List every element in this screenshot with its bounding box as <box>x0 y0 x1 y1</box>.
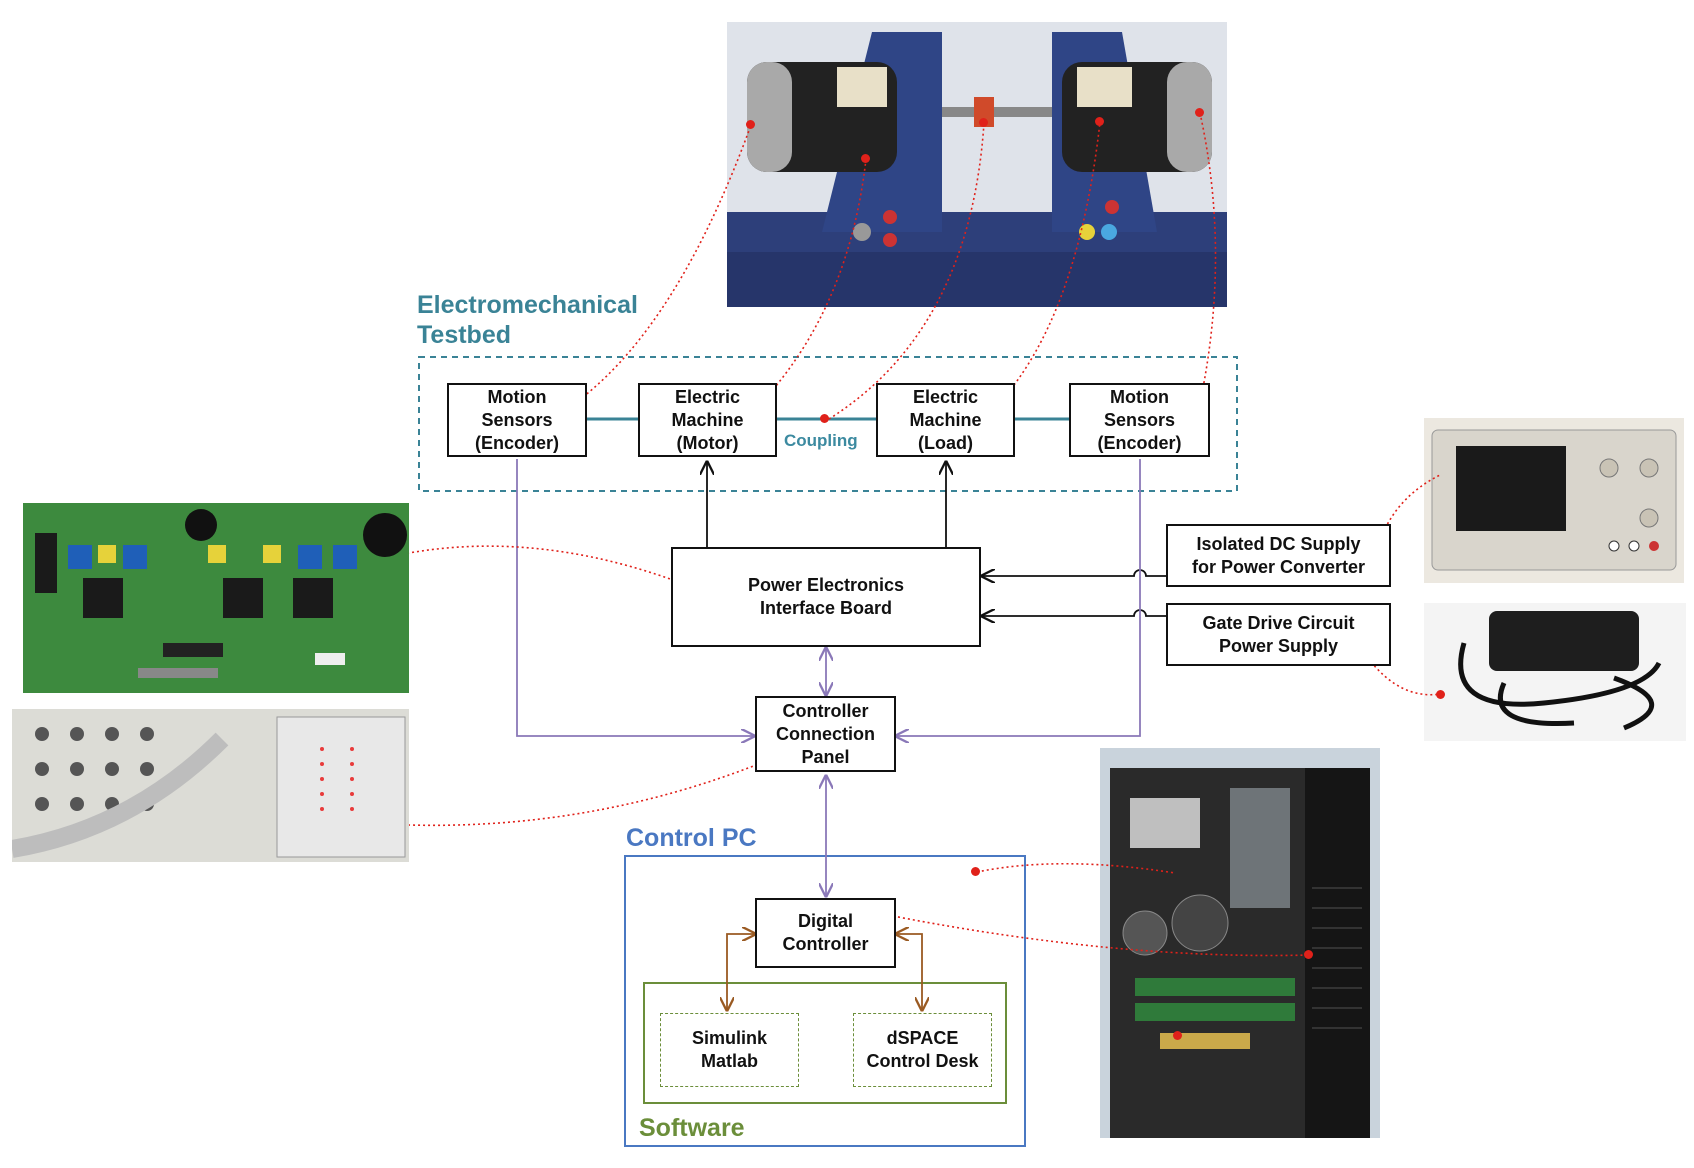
simulink-matlab-block: Simulink Matlab <box>660 1013 799 1087</box>
software-group-outline <box>643 982 1007 1104</box>
control-pc-photo <box>1100 748 1380 1138</box>
motor-testbed-image <box>727 22 1227 307</box>
pcb-image <box>23 503 409 693</box>
dc-supply-image <box>1424 418 1684 583</box>
control-pc-title: Control PC <box>626 824 757 852</box>
electric-machine-motor-block: Electric Machine (Motor) <box>638 383 777 457</box>
callout-dot <box>971 867 980 876</box>
panel-image <box>12 709 409 862</box>
controller-to-software-links <box>727 934 922 1010</box>
motion-sensors-left-block: Motion Sensors (Encoder) <box>447 383 587 457</box>
gate-drive-photo <box>1424 603 1686 741</box>
board-to-machine-links <box>707 462 946 547</box>
supply-to-board-links <box>982 570 1166 616</box>
dc-supply-photo <box>1424 418 1684 583</box>
digital-controller-block: Digital Controller <box>755 898 896 968</box>
callout-dot <box>1436 690 1445 699</box>
connection-panel-photo <box>12 709 409 862</box>
dspace-control-desk-block: dSPACE Control Desk <box>853 1013 992 1087</box>
electric-machine-load-block: Electric Machine (Load) <box>876 383 1015 457</box>
callout-dot <box>1195 108 1204 117</box>
callout-dot <box>820 414 829 423</box>
testbed-title: Electromechanical Testbed <box>417 291 638 349</box>
testbed-photo <box>727 22 1227 307</box>
adapter-image <box>1424 603 1686 741</box>
motion-sensors-right-block: Motion Sensors (Encoder) <box>1069 383 1210 457</box>
callout-dot <box>1304 950 1313 959</box>
gate-drive-supply-block: Gate Drive Circuit Power Supply <box>1166 603 1391 666</box>
coupling-label: Coupling <box>784 431 858 450</box>
callout-dot <box>746 120 755 129</box>
callout-dot <box>1095 117 1104 126</box>
callout-dot <box>861 154 870 163</box>
testbed-group-outline <box>418 356 1238 492</box>
controller-connection-panel-block: Controller Connection Panel <box>755 696 896 772</box>
software-title: Software <box>639 1114 745 1142</box>
power-board-block: Power Electronics Interface Board <box>671 547 981 647</box>
encoder-to-panel-links <box>516 459 1141 896</box>
power-board-photo <box>23 503 409 693</box>
callout-dot <box>1173 1031 1182 1040</box>
pc-tower-image <box>1100 748 1380 1138</box>
callout-dot <box>979 118 988 127</box>
photo-callouts <box>408 112 1442 957</box>
isolated-dc-supply-block: Isolated DC Supply for Power Converter <box>1166 524 1391 587</box>
